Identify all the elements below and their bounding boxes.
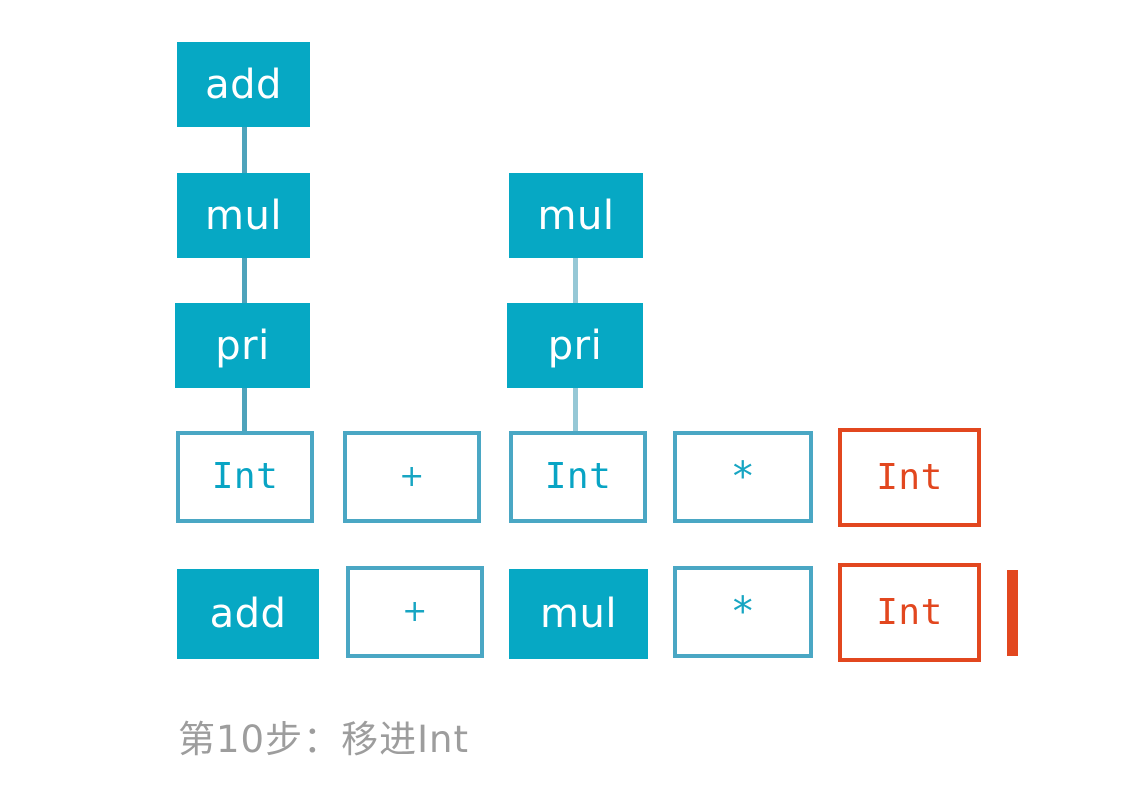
tree-node-add[interactable]: add	[177, 42, 310, 127]
stack-box-plus[interactable]: +	[346, 566, 484, 658]
node-label: add	[205, 61, 282, 108]
stack-label: +	[402, 594, 428, 629]
stack-label: Int	[876, 591, 943, 633]
symbol-box-int-2[interactable]: Int	[509, 431, 647, 523]
node-label: mul	[205, 192, 282, 239]
edge-mid-pri-to-int	[573, 355, 578, 437]
symbol-box-int-1[interactable]: Int	[176, 431, 314, 523]
tree-node-mul-left[interactable]: mul	[177, 173, 310, 258]
stack-label: mul	[540, 591, 617, 637]
edge-mul-to-pri	[242, 255, 247, 309]
stack-box-star[interactable]: *	[673, 566, 813, 658]
input-cursor-bar	[1007, 570, 1018, 656]
node-label: pri	[547, 322, 603, 369]
stack-label: *	[732, 589, 754, 635]
node-label: pri	[215, 322, 270, 369]
symbol-box-star[interactable]: *	[673, 431, 813, 523]
tree-node-mul-mid[interactable]: mul	[509, 173, 643, 258]
symbol-label: Int	[876, 456, 943, 498]
stack-box-int-new[interactable]: Int	[838, 563, 981, 662]
symbol-label: Int	[211, 456, 279, 497]
symbol-label: Int	[544, 456, 612, 497]
edge-add-to-mul	[242, 124, 247, 180]
symbol-label: +	[399, 459, 425, 494]
stack-label: add	[209, 591, 287, 637]
symbol-box-plus[interactable]: +	[343, 431, 481, 523]
edge-mid-mul-to-pri	[573, 226, 578, 312]
tree-node-pri-left[interactable]: pri	[175, 303, 310, 388]
edge-pri-to-int	[242, 385, 247, 435]
stack-box-mul[interactable]: mul	[509, 569, 648, 659]
symbol-box-int-new[interactable]: Int	[838, 428, 981, 527]
step-caption: 第10步：移进Int	[178, 718, 469, 761]
symbol-label: *	[732, 454, 754, 500]
tree-node-pri-mid[interactable]: pri	[507, 303, 643, 388]
stack-box-add[interactable]: add	[177, 569, 319, 659]
node-label: mul	[537, 192, 615, 239]
